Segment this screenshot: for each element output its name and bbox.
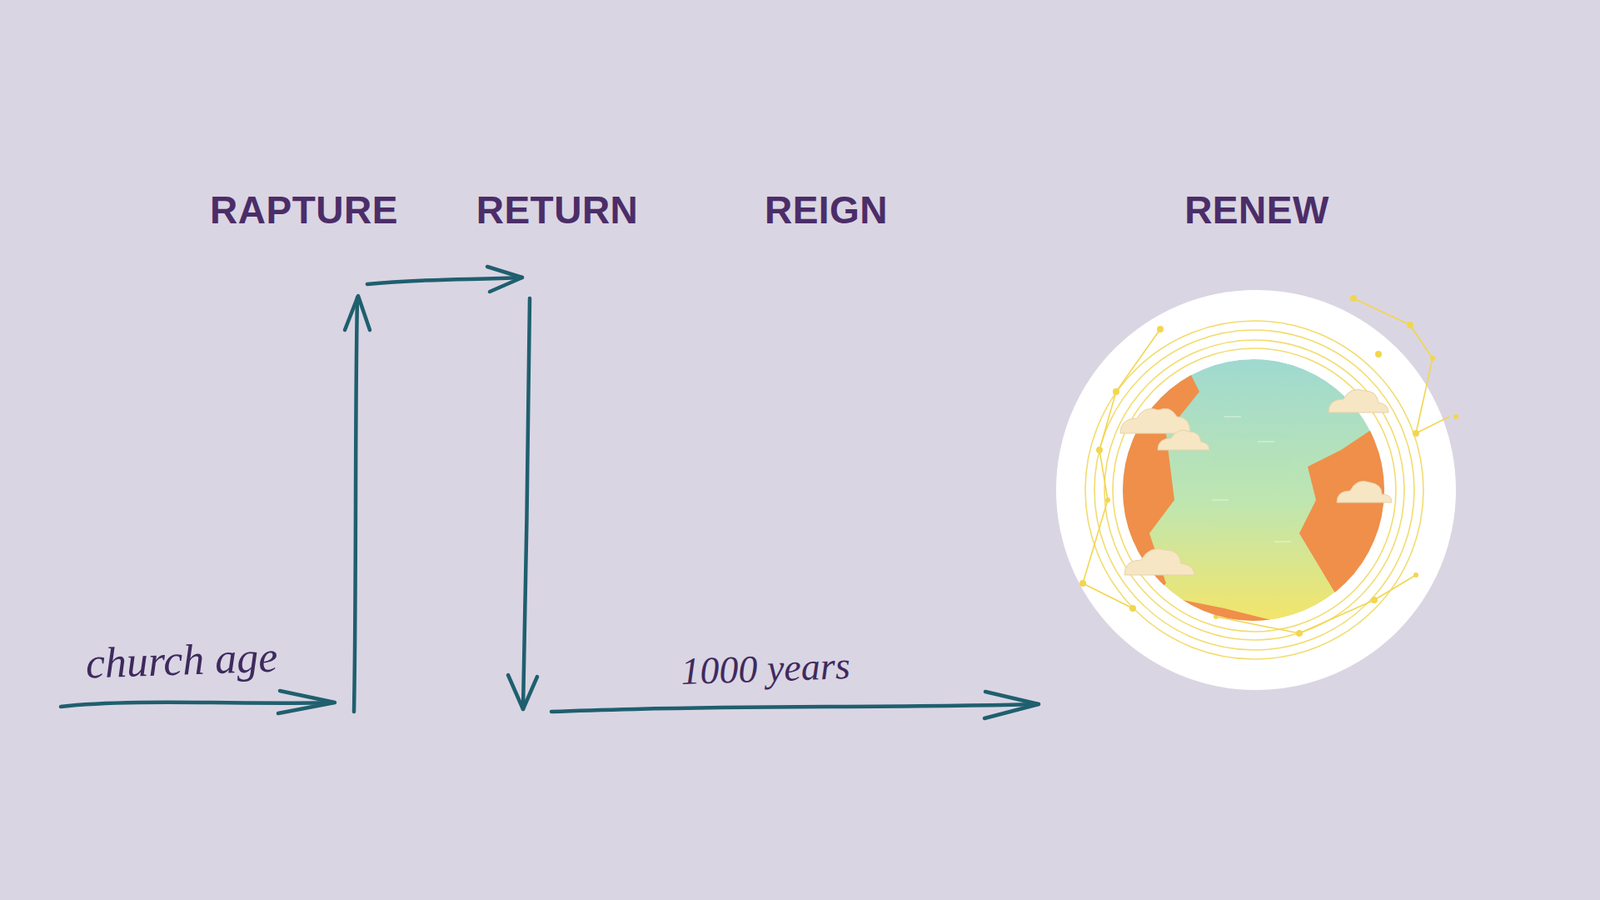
arrow-head [984, 691, 1039, 718]
halo [1056, 289, 1456, 690]
orbit-rings [1085, 320, 1424, 659]
stage-heading: RENEW [1184, 187, 1330, 233]
renewed-earth [1056, 289, 1459, 690]
stage-heading: RAPTURE [209, 187, 399, 233]
arrow-line [367, 277, 523, 285]
period-note: church age [84, 631, 279, 688]
arrow-line [60, 702, 334, 707]
arrow-head [487, 266, 523, 292]
clouds [1120, 388, 1392, 575]
arrow-line [353, 297, 358, 712]
arrow-line [551, 703, 1039, 712]
arrow-head [344, 295, 370, 330]
arrow-head [508, 674, 538, 709]
arrow-line [523, 298, 530, 709]
constellation-dots [1079, 294, 1459, 637]
stage-heading: REIGN [764, 187, 888, 233]
earth-disc [1116, 333, 1408, 642]
timeline-arrows [60, 266, 1039, 718]
stage-heading: RETURN [476, 187, 639, 233]
constellation [1082, 298, 1450, 634]
arrow-head [278, 690, 335, 713]
period-note: 1000 years [680, 642, 852, 693]
